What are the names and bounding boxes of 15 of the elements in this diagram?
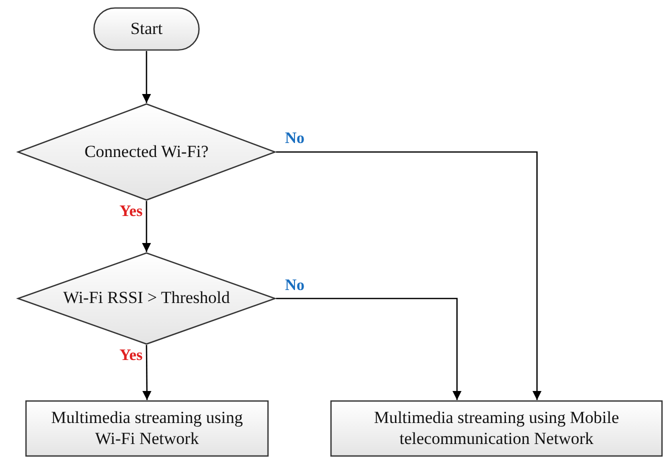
process-box: [25, 400, 269, 457]
arrow: [142, 345, 152, 400]
arrow: [276, 151, 542, 400]
decision-diamond: [17, 252, 276, 345]
decision-diamond: [17, 103, 276, 201]
node-text: Start: [130, 18, 163, 40]
node-text: Multimedia streaming using Wi-Fi Network: [50, 408, 244, 449]
arrow: [142, 51, 151, 103]
start-terminal: [93, 7, 200, 51]
node-text: Wi-Fi RSSI > Threshold: [63, 288, 230, 309]
arrow: [142, 201, 151, 252]
node-text: Connected Wi-Fi?: [84, 142, 209, 162]
process-box: [330, 400, 663, 457]
arrow: [276, 298, 462, 400]
node-text: Multimedia streaming using Mobile telecommunication Network: [372, 408, 620, 449]
